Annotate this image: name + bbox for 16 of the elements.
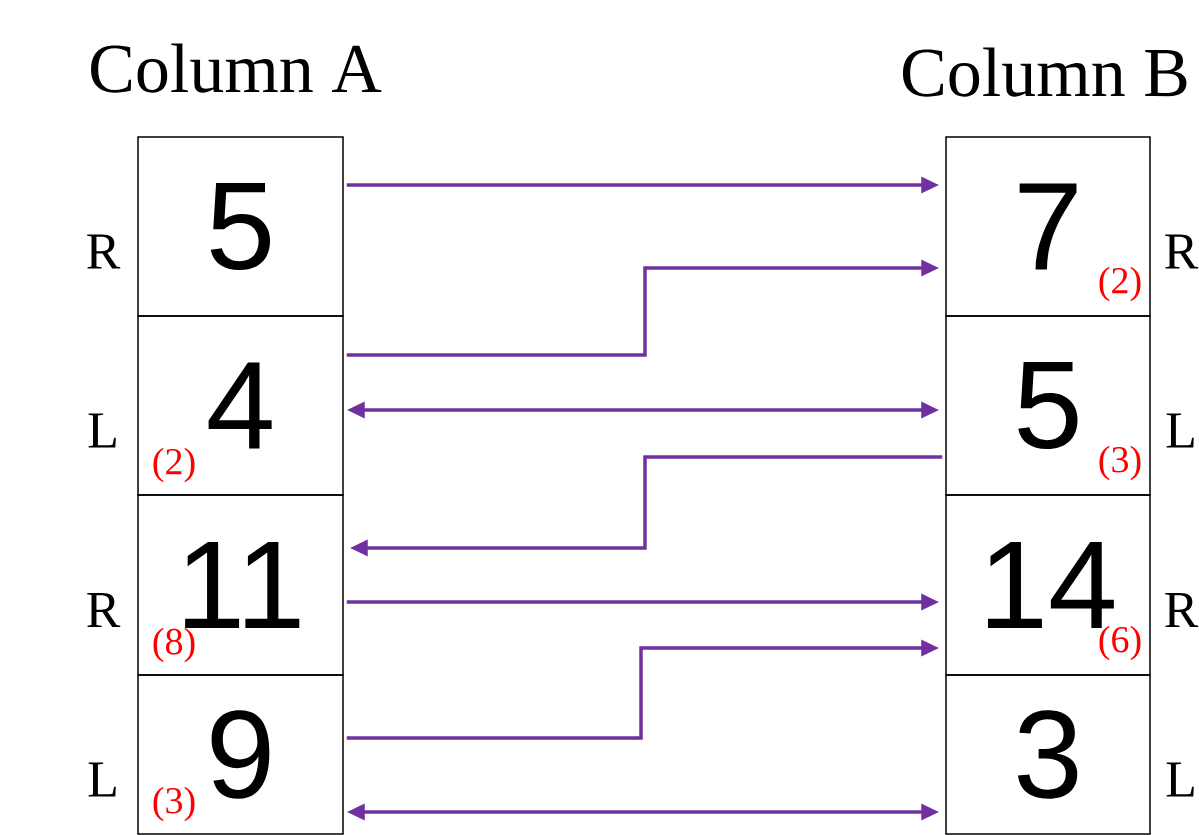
row-letter: L — [1166, 413, 1194, 448]
row-letter: L — [88, 413, 116, 448]
row-letter: R — [87, 592, 121, 627]
footnote-number: (2) — [1099, 266, 1141, 302]
row-letter: R — [1165, 592, 1199, 627]
footnote-number: (3) — [153, 786, 195, 822]
row-letter: R — [87, 234, 121, 269]
row-letter: L — [88, 762, 116, 797]
number-cell: 5 — [137, 136, 344, 317]
number-cell: 3 — [945, 674, 1151, 835]
footnote-number: (3) — [1099, 445, 1141, 481]
row-letter: L — [1166, 762, 1194, 797]
row-letter: R — [1165, 234, 1199, 269]
footnote-number: (6) — [1099, 625, 1141, 661]
footnote-number: (8) — [153, 627, 195, 663]
footnote-number: (2) — [153, 447, 195, 483]
